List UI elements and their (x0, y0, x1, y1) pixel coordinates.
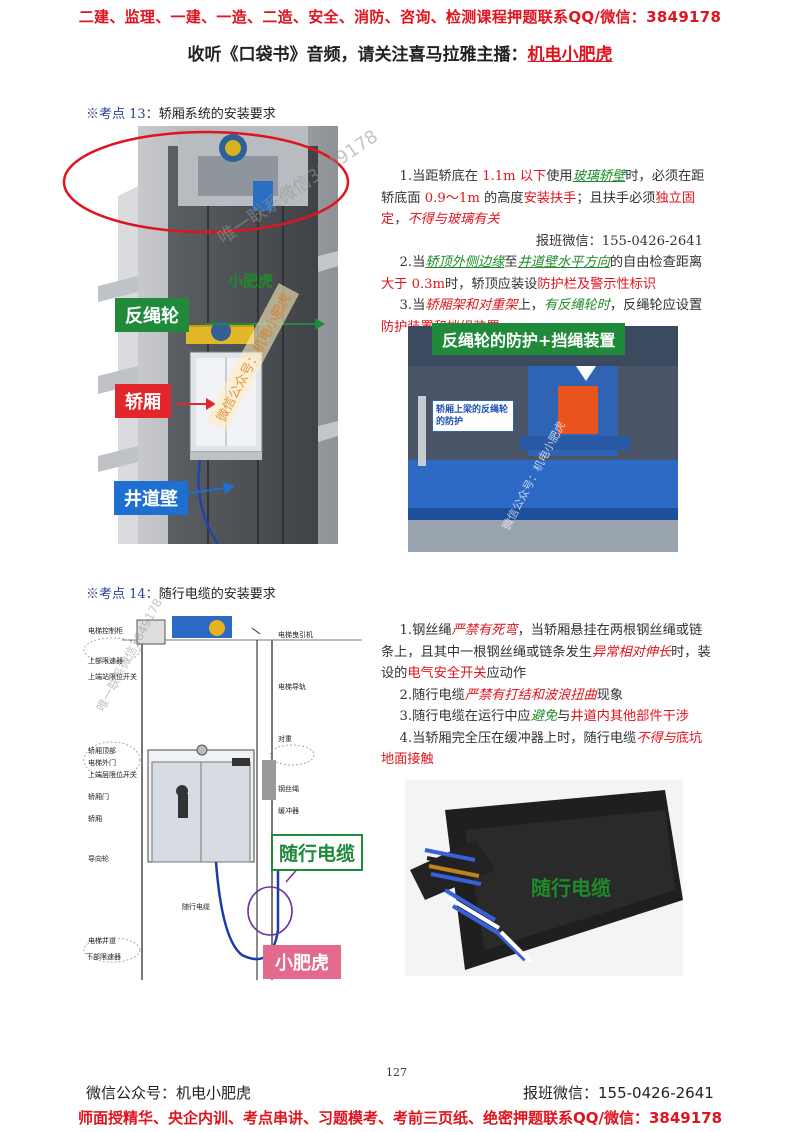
section14-paragraph: 1.钢丝绳严禁有死弯，当轿厢悬挂在两根钢丝绳或链条上，且其中一根钢丝绳或链条发生… (381, 620, 711, 771)
section13-item-2: 2.当轿顶外侧边缘至井道壁水平方向的自由检查距离大于 0.3m时，轿顶应装设防护… (381, 255, 703, 292)
cable-diagram-drawing (83, 616, 362, 980)
diagram-label-buffer: 缓冲器 (278, 807, 299, 815)
brand-label-pink: 小肥虎 (263, 945, 341, 979)
diagram-label-wire-rope: 钢丝绳 (278, 785, 299, 793)
diagram-label-car-top: 轿厢顶部 (88, 747, 116, 755)
bottom-banner: 师面授精华、央企内训、考点串讲、习题模考、考前三页纸、绝密押题联系QQ/微信：3… (77, 1109, 723, 1127)
section14-marker: ※考点 14： (86, 587, 159, 602)
cable-photo-drawing (410, 790, 683, 970)
diagram-label-top-floor-switch: 上端层限位开关 (88, 771, 137, 779)
brand-label-green: 小肥虎 (228, 272, 274, 290)
section13-contact: 报班微信：155-0426-2641 (535, 233, 703, 249)
rope-wheel-tag: 反绳轮 (115, 298, 189, 332)
travelling-cable-diagram: 电梯控制柜 上部限速器 电梯曳引机 上端站限位开关 电梯导轨 轿厢顶部 电梯外门… (82, 610, 372, 990)
diagram-label-cable: 随行电缆 (182, 903, 210, 911)
section13-item-1: 1.当距轿底在 1.1m 以下使用玻璃轿壁时，必须在距轿底面 0.9～1m 的高… (381, 169, 705, 227)
cable-photo: 随行电缆 (405, 780, 683, 976)
section14-item-3: 3.随行电缆在运行中应避免与井道内其他部件干涉 (399, 709, 689, 724)
section14-item-1: 1.钢丝绳严禁有死弯，当轿厢悬挂在两根钢丝绳或链条上，且其中一根钢丝绳或链条发生… (381, 623, 711, 681)
diagram-label-lower-governor: 下部限速器 (86, 953, 121, 961)
section13-title-text: 轿厢系统的安装要求 (158, 107, 276, 122)
diagram-label-car-door: 轿厢门 (88, 793, 109, 801)
diagram-label-counterweight: 对重 (278, 735, 292, 743)
section13-paragraph: 1.当距轿底在 1.1m 以下使用玻璃轿壁时，必须在距轿底面 0.9～1m 的高… (381, 166, 711, 338)
diagram-label-upper-governor: 上部限速器 (88, 657, 123, 665)
section14-title: ※考点 14：随行电缆的安装要求 (86, 583, 276, 602)
section14-title-text: 随行电缆的安装要求 (158, 587, 276, 602)
diagram-label-car: 轿厢 (88, 815, 102, 823)
section14-item-2: 2.随行电缆严禁有打结和波浪扭曲现象 (399, 687, 624, 703)
shaft-wall-tag: 井道壁 (114, 481, 188, 515)
diagram-label-outer-door: 电梯外门 (88, 759, 116, 767)
car-tag: 轿厢 (115, 384, 171, 418)
diagram-label-control-cabinet: 电梯控制柜 (88, 627, 123, 635)
top-banner: 二建、监理、一建、一造、二造、安全、消防、咨询、检测课程押题联系QQ/微信：38… (78, 8, 722, 26)
car-arrow (176, 398, 216, 410)
rope-wheel-photo-caption: 反绳轮的防护+挡绳装置 (432, 323, 626, 355)
subtitle: 收听《口袋书》音频，请关注喜马拉雅主播：机电小肥虎 (0, 40, 800, 65)
diagram-label-guide-rail: 电梯导轨 (278, 683, 306, 691)
section13-marker: ※考点 13： (86, 107, 159, 122)
diagram-label-guide-wheel: 导向轮 (88, 855, 109, 863)
highlight-ellipse (62, 130, 350, 234)
subtitle-prefix: 收听《口袋书》音频，请关注喜马拉雅主播： (187, 45, 528, 65)
section14-item-4: 4.当轿厢完全压在缓冲器上时，随行电缆不得与底坑地面接触 (381, 730, 703, 768)
cable-photo-label: 随行电缆 (531, 876, 611, 900)
footer-contact: 报班微信：155-0426-2641 (523, 1084, 714, 1102)
diagram-label-top-limit-switch: 上端站限位开关 (88, 673, 137, 681)
rope-wheel-inner-label: 轿厢上梁的反绳轮的防护 (432, 400, 514, 432)
subtitle-anchor-name: 机电小肥虎 (527, 45, 613, 65)
diagram-label-traction-machine: 电梯曳引机 (278, 631, 313, 639)
diagram-label-shaft: 电梯井道 (88, 937, 116, 945)
footer-wechat-account: 微信公众号：机电小肥虎 (86, 1084, 252, 1102)
page-number: 127 (386, 1066, 407, 1079)
shaft-wall-arrow (175, 482, 235, 496)
section13-title: ※考点 13：轿厢系统的安装要求 (86, 103, 276, 122)
cable-label-box: 随行电缆 (271, 834, 364, 871)
